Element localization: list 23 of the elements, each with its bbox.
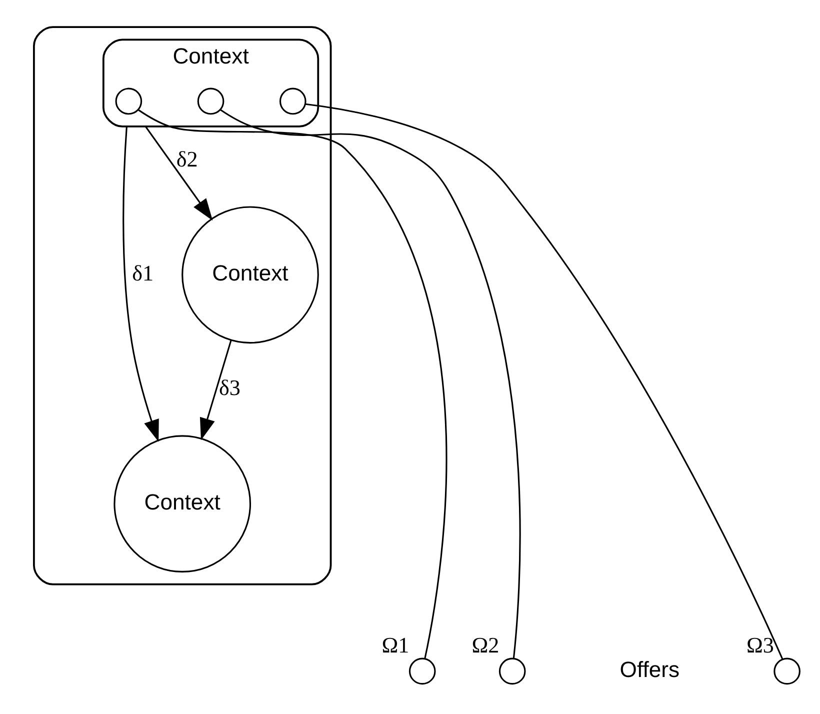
node-label: Ω1: [381, 632, 409, 658]
arrow: [199, 340, 232, 440]
node-circle: [773, 658, 800, 685]
node-circle: [278, 88, 306, 115]
connector: [219, 109, 520, 658]
edge-label: δ3: [218, 375, 240, 400]
cluster: [32, 26, 332, 586]
connector: [304, 103, 783, 660]
node-circle: Context: [113, 435, 251, 573]
connector: [137, 109, 446, 659]
label: Offers: [619, 657, 680, 682]
node-circle: Context: [181, 206, 318, 344]
edge-label: δ1: [132, 260, 154, 286]
node-circle: [196, 88, 224, 115]
cluster: Context: [102, 38, 319, 128]
node-circle: [498, 658, 526, 685]
arrow: [122, 126, 158, 442]
node-label: Ω3: [746, 632, 774, 658]
node-circle: [114, 88, 142, 115]
node-circle: [408, 658, 436, 685]
arrow: [144, 126, 212, 221]
node-label: Ω2: [471, 632, 499, 658]
edge-label: δ2: [176, 146, 198, 172]
